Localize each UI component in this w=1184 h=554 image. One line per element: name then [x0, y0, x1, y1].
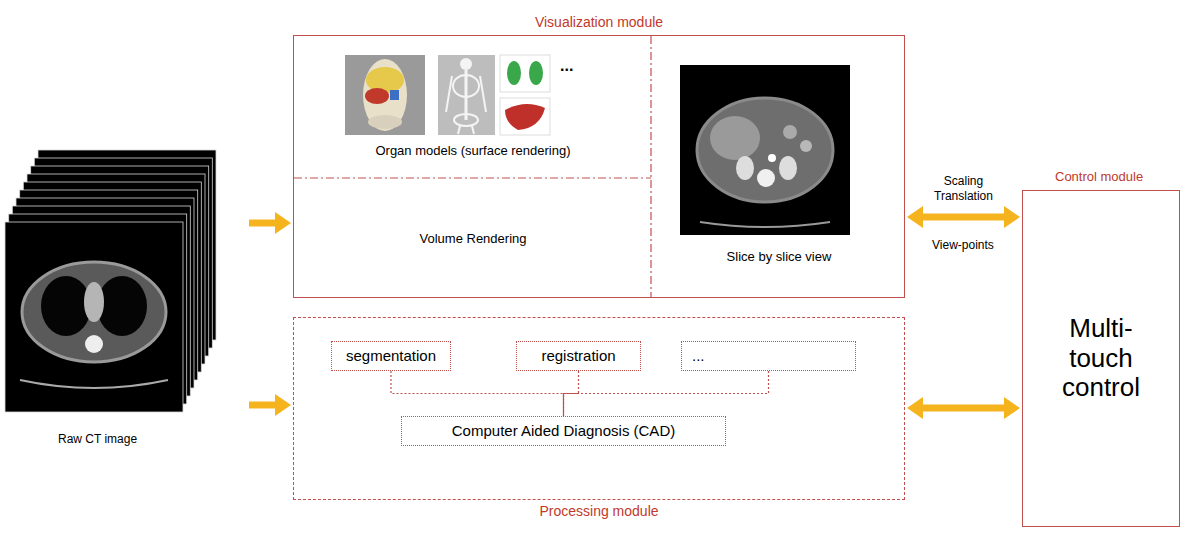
ct-stack [5, 150, 216, 412]
bracket-line [564, 371, 769, 416]
bracket-line [391, 371, 564, 416]
process-label: Computer Aided Diagnosis (CAD) [452, 422, 675, 440]
volume-rendering-panel: Volume Rendering [294, 179, 652, 299]
arm-bone [480, 76, 486, 112]
image-ground [680, 65, 850, 235]
skull [460, 58, 472, 70]
ct-slice-view [680, 65, 850, 235]
aorta [768, 154, 776, 162]
panel-label: Slice by slice view [727, 249, 832, 265]
arm-bone [446, 76, 452, 112]
process-label: registration [541, 347, 615, 365]
kidney [529, 61, 543, 85]
module-title: Control module [1055, 169, 1143, 185]
edge-label: Scaling Translation [931, 174, 997, 203]
slice-view-panel: Slice by slice view [652, 36, 906, 299]
image-ground [500, 55, 550, 92]
bowel [783, 125, 797, 139]
flow-arrow [249, 402, 275, 409]
module-title: Processing module [294, 503, 904, 520]
ct-image-node: Raw CT image [0, 145, 247, 427]
image-ground [345, 55, 425, 135]
mediastinum [84, 282, 104, 322]
organ-shape [365, 88, 389, 104]
leg-bone [472, 126, 474, 134]
torso-model [345, 55, 425, 135]
body-shape [363, 59, 407, 131]
control-label: Multi-touch control [1041, 314, 1161, 404]
dash-dot-divider [294, 177, 651, 178]
ct-table [700, 222, 830, 227]
kidney [736, 156, 754, 180]
abdomen [697, 98, 833, 202]
image-ground [438, 55, 495, 135]
lung [41, 276, 91, 336]
ct-slice [5, 222, 183, 412]
chest-body [22, 262, 166, 362]
image-caption: Raw CT image [58, 432, 137, 446]
processing-module: Processing modulesegmentationregistratio… [293, 317, 905, 500]
process-box: segmentation [331, 341, 451, 371]
kidney [779, 156, 797, 180]
flow-arrow [923, 214, 1004, 221]
kidney [507, 61, 521, 85]
organ-shape [390, 90, 399, 100]
panel-dividers [294, 36, 651, 297]
ellipsis-mark: ... [560, 56, 573, 75]
lung [97, 276, 147, 336]
liver [505, 104, 545, 130]
flow-arrow [923, 405, 1004, 412]
process-box: Computer Aided Diagnosis (CAD) [401, 416, 726, 446]
leg-bone [458, 126, 460, 134]
pelvis-shape [368, 115, 402, 129]
process-label: ... [692, 347, 705, 365]
ct-table [20, 380, 168, 388]
visualization-module: Visualization moduleOrgan models (surfac… [293, 35, 905, 298]
spine [465, 70, 468, 120]
process-label: segmentation [346, 347, 436, 365]
control-module: Control moduleMulti-touch control [1022, 190, 1180, 527]
process-box: registration [516, 341, 641, 371]
organ-models-panel: Organ models (surface rendering) [294, 36, 652, 179]
skeleton-model [438, 55, 495, 135]
liver [710, 116, 760, 160]
ribs [453, 75, 479, 97]
spine [757, 169, 775, 187]
liver-model [500, 98, 550, 135]
bowel [800, 140, 812, 152]
dash-dot-divider [650, 36, 651, 297]
spine [85, 335, 103, 353]
panel-label: Volume Rendering [420, 231, 527, 247]
image-ground [500, 98, 550, 135]
pelvis [454, 114, 478, 126]
kidney-model [500, 55, 550, 92]
panel-label: Organ models (surface rendering) [375, 143, 570, 159]
process-box: ... [681, 341, 856, 371]
module-title: Visualization module [294, 14, 904, 31]
flow-arrow [249, 220, 275, 227]
edge-note: View-points [932, 238, 994, 252]
